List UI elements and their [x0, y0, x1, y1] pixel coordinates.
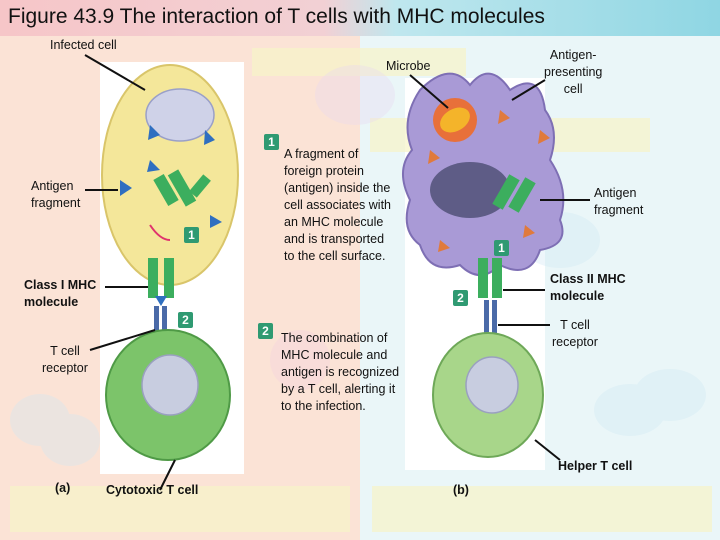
step-marker-2-right: 2 — [453, 290, 468, 306]
t-cell-receptor-right — [484, 300, 489, 336]
t-cell-receptor-right — [492, 300, 497, 336]
label-line: molecule — [550, 289, 605, 303]
figure-title: Figure 43.9 The interaction of T cells w… — [8, 5, 545, 28]
t-cell-receptor-left — [162, 306, 167, 340]
leader-line — [159, 459, 176, 491]
label-line: presenting — [544, 65, 603, 79]
label-line: Antigen — [594, 186, 637, 200]
faded-box — [10, 486, 350, 532]
antigen-blue — [148, 125, 160, 140]
faded-cell — [40, 414, 100, 466]
label-antigen-fragment-left: Antigen fragment — [31, 178, 80, 212]
antigen-orange — [538, 130, 550, 144]
title-bar: Figure 43.9 The interaction of T cells w… — [0, 0, 720, 36]
step-marker-1-left: 1 — [184, 227, 199, 243]
label-line: Antigen- — [549, 48, 597, 62]
antigen-orange — [428, 150, 440, 164]
class1-mhc — [148, 258, 158, 298]
antigen-blue — [147, 160, 160, 172]
label-line: Class I MHC — [24, 278, 97, 292]
label-line: T cell — [560, 318, 590, 332]
cytotoxic-t-cell-nucleus — [141, 354, 199, 416]
text-line: MHC molecule and — [281, 348, 388, 362]
step-marker-2-center: 2 — [258, 323, 273, 339]
label-cytotoxic-t-cell: Cytotoxic T cell — [106, 483, 199, 497]
transport-arrow — [149, 224, 171, 241]
faded-cell — [594, 384, 666, 436]
faded-cell — [315, 65, 395, 125]
step-2-text: The combination of MHC molecule and anti… — [281, 330, 399, 415]
text-line: and is transported — [284, 232, 385, 246]
faded-cell — [10, 394, 70, 446]
faded-cell — [270, 330, 330, 390]
text-line: to the cell surface. — [284, 249, 386, 263]
label-line: Class II MHC — [550, 272, 626, 286]
leader-line — [534, 439, 561, 461]
label-line: fragment — [31, 196, 81, 210]
step-1-text: A fragment of foreign protein (antigen) … — [284, 146, 391, 265]
step-marker-2-left: 2 — [178, 312, 193, 328]
text-line: foreign protein — [284, 164, 364, 178]
label-infected-cell: Infected cell — [50, 38, 117, 52]
label-line: receptor — [42, 361, 88, 375]
antigen-orange — [498, 110, 510, 124]
t-cell-receptor-left — [154, 306, 159, 340]
label-t-cell-receptor-right: T cell receptor — [552, 317, 598, 351]
antigen-orange — [523, 225, 535, 238]
label-line: fragment — [594, 203, 644, 217]
antigen-orange — [438, 240, 450, 252]
label-panel-a: (a) — [55, 481, 71, 495]
helper-t-cell-nucleus — [465, 356, 519, 414]
antigen-blue — [210, 215, 222, 228]
label-line: Antigen — [31, 179, 74, 193]
text-line: antigen is recognized — [281, 365, 400, 379]
label-microbe: Microbe — [386, 59, 431, 73]
mhc-in-cell — [153, 169, 211, 207]
antigen-blue — [155, 296, 167, 306]
text-line: by a T cell, alerting it — [281, 382, 396, 396]
text-line: to the infection. — [281, 399, 366, 413]
label-t-cell-receptor-left: T cell receptor — [42, 343, 88, 377]
label-antigen-presenting-cell: Antigen- presenting cell — [544, 47, 602, 98]
step-marker-1-center: 1 — [264, 134, 279, 150]
label-antigen-fragment-right: Antigen fragment — [594, 185, 643, 219]
label-line: T cell — [50, 344, 80, 358]
antigen-blue — [204, 130, 215, 145]
text-line: The combination of — [281, 331, 388, 345]
text-line: cell associates with — [284, 198, 391, 212]
leader-line — [511, 79, 546, 101]
apc-nucleus — [430, 162, 510, 218]
leader-line — [84, 54, 146, 91]
mhc-in-apc — [492, 174, 536, 213]
label-line: cell — [563, 82, 583, 96]
class2-mhc — [478, 258, 488, 298]
leader-line — [89, 329, 156, 351]
class1-mhc — [164, 258, 174, 298]
faded-cell — [634, 369, 706, 421]
antigen-blue — [120, 180, 132, 196]
label-class1-mhc: Class I MHC molecule — [24, 277, 96, 311]
step-marker-1-right: 1 — [494, 240, 509, 256]
label-panel-b: (b) — [453, 483, 469, 497]
label-line: molecule — [24, 295, 79, 309]
leader-line — [409, 74, 449, 109]
faded-box — [372, 486, 712, 532]
label-line: receptor — [552, 335, 598, 349]
infected-cell-nucleus — [145, 88, 215, 142]
faded-box — [252, 48, 466, 76]
text-line: an MHC molecule — [284, 215, 384, 229]
microbe — [433, 98, 477, 142]
label-class2-mhc: Class II MHC molecule — [550, 271, 626, 305]
class2-mhc — [492, 258, 502, 298]
text-line: (antigen) inside the — [284, 181, 391, 195]
text-line: A fragment of — [284, 147, 359, 161]
label-helper-t-cell: Helper T cell — [558, 459, 633, 473]
